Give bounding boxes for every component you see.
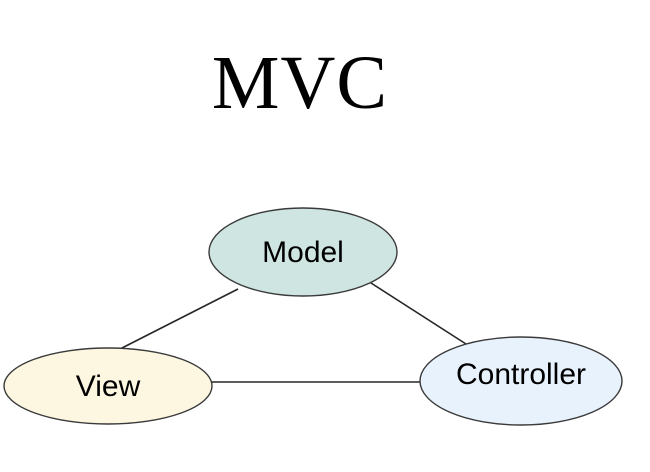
- edge-view-model: [119, 288, 239, 350]
- controller-label: Controller: [456, 358, 586, 391]
- model-ellipse[interactable]: [208, 207, 398, 297]
- node-view[interactable]: View: [3, 347, 213, 425]
- view-label: View: [76, 370, 141, 403]
- node-group: Model View Controller: [3, 207, 623, 426]
- node-controller[interactable]: Controller: [419, 336, 623, 426]
- edge-model-controller: [370, 282, 467, 345]
- model-label: Model: [262, 236, 344, 269]
- node-model[interactable]: Model: [208, 207, 398, 297]
- edge-group: [119, 282, 467, 383]
- view-ellipse[interactable]: [3, 347, 213, 425]
- diagram-title: MVC: [212, 41, 388, 125]
- controller-ellipse[interactable]: [419, 336, 623, 426]
